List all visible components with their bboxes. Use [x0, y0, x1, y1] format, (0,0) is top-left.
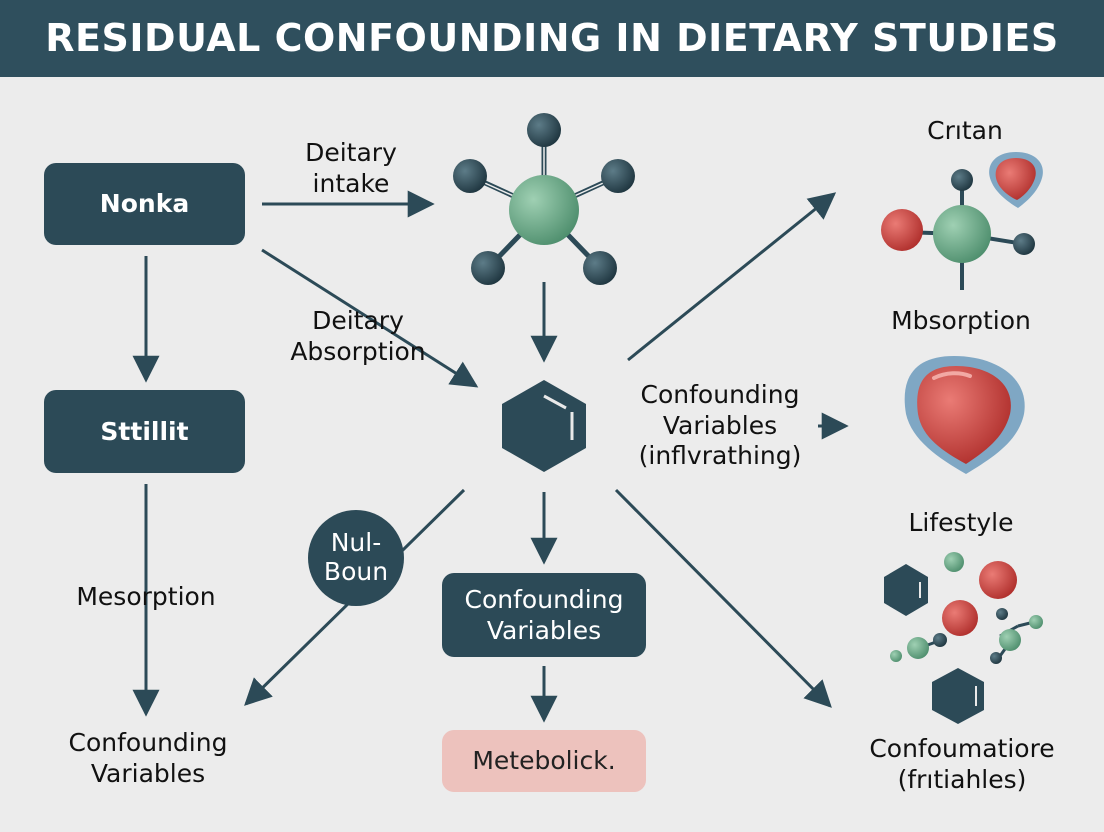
nonka-box: Nonka [44, 163, 245, 245]
lifestyle-label: Lifestyle [908, 508, 1014, 537]
benzene-hexagon-icon [502, 380, 586, 472]
mbsorption-label: Mbsorption [891, 306, 1031, 335]
nul-boun-badge: Nul- Boun [308, 510, 404, 606]
small-shield-icon [989, 152, 1043, 208]
dietary-absorption-label: Deitary Absorption [290, 306, 426, 366]
metebolick-box: Metebolick. [442, 730, 646, 792]
stillit-label: Sttillit [100, 416, 189, 446]
arrow-hexagon-to-confoumatiore [614, 488, 832, 708]
stillit-box: Sttillit [44, 390, 245, 473]
large-shield-icon [904, 356, 1025, 474]
dietary-intake-label: Deitary intake [305, 138, 397, 198]
nonka-label: Nonka [99, 189, 190, 219]
metebolick-label: Metebolick. [472, 746, 616, 776]
arrow-hexagon-to-critan [627, 192, 837, 362]
confounding-variables-box-label: Confounding Variables [464, 584, 624, 645]
critan-molecule-icon [881, 169, 1035, 290]
page-title: RESIDUAL CONFOUNDING IN DIETARY STUDIES [45, 16, 1059, 60]
molecule-icon [453, 113, 635, 285]
mesorption-label: Mesorption [76, 582, 216, 611]
critan-label: Crıtan [927, 116, 1003, 145]
confounding-variables-middle-label: Confounding Variables (inflvrathing) [638, 380, 802, 470]
nul-boun-label: Nul- Boun [323, 528, 389, 586]
confounding-variables-bottom-left-label: Confounding Variables [68, 728, 228, 788]
lifestyle-cluster-icon [884, 552, 1043, 724]
confounding-variables-box: Confounding Variables [442, 573, 646, 657]
arrow-nonka-to-hexagon [261, 248, 479, 388]
confoumatiore-label: Confoumatiore (frıtiahles) [869, 734, 1055, 794]
title-banner: RESIDUAL CONFOUNDING IN DIETARY STUDIES [0, 0, 1104, 77]
